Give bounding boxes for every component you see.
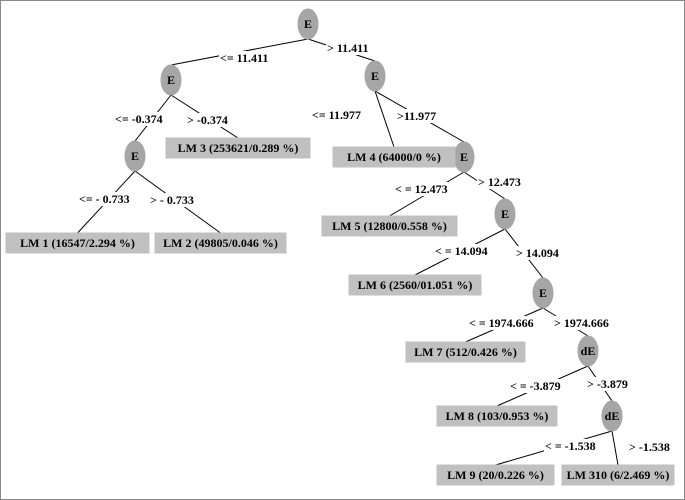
split-node-label: E: [131, 149, 139, 163]
split-node-ellipse: [601, 400, 623, 432]
leaf-box: [5, 232, 150, 254]
split-node-ellipse: [124, 140, 146, 172]
split-node-n8: dE: [577, 335, 599, 367]
edge-label-n2-n3: <= -0.374: [115, 112, 163, 126]
split-node-ellipse: [577, 335, 599, 367]
leaf-label: LM 310 (6/2.469 %): [567, 468, 670, 482]
edge-label-n5-lm5: < = 12.473: [395, 182, 448, 196]
split-node-label: E: [460, 150, 468, 164]
edge-label-n9-lm9: < = -1.538: [545, 439, 596, 453]
leaf-lm9: LM 9 (20/0.226 %): [436, 464, 555, 486]
leaf-lm5: LM 5 (12800/0.558 %): [321, 215, 458, 237]
leaf-box: [405, 341, 526, 363]
edge-label-bg-n5-n6: [477, 175, 522, 189]
split-node-ellipse: [532, 277, 554, 309]
edge-label-bg-n7-lm7: [468, 316, 535, 330]
edge-label-bg-n6-lm6: [434, 244, 489, 258]
edge-label-n2-lm3: > -0.374: [187, 113, 228, 127]
split-node-ellipse: [160, 64, 182, 96]
edge-label-n9-lm310: > -1.538: [629, 440, 670, 454]
leaf-box: [165, 137, 311, 159]
edge-label-bg-n9-lm310: [628, 440, 671, 454]
leaf-box: [436, 464, 555, 486]
leaf-label: LM 6 (2560/01.051 %): [358, 278, 473, 292]
split-node-n9: dE: [601, 400, 623, 432]
split-node-ellipse: [364, 60, 386, 92]
leaf-lm3: LM 3 (253621/0.289 %): [165, 137, 311, 159]
leaf-lm310: LM 310 (6/2.469 %): [561, 464, 675, 486]
split-node-label: E: [501, 207, 509, 221]
edge-label-bg-n6-n7: [515, 246, 560, 260]
leaf-label: LM 2 (49805/0.046 %): [163, 236, 278, 250]
split-node-label: E: [539, 286, 547, 300]
leaf-lm1: LM 1 (16547/2.294 %): [5, 232, 150, 254]
edge-label-bg-n2-lm3: [186, 113, 229, 127]
split-node-n1: E: [297, 8, 319, 40]
split-node-label: dE: [605, 409, 620, 423]
edge-label-bg-n3-lm2: [149, 193, 195, 207]
leaf-lm2: LM 2 (49805/0.046 %): [154, 232, 287, 254]
split-node-ellipse: [297, 8, 319, 40]
leaf-box: [436, 405, 558, 427]
edge-label-n4-lm4: <= 11.977: [312, 108, 361, 122]
edge-label-n4-n5: >11.977: [397, 109, 436, 123]
leaf-label: LM 5 (12800/0.558 %): [332, 219, 447, 233]
edge-label-n7-lm7: < = 1974.666: [469, 316, 534, 330]
edge-label-n3-lm1: <= - 0.733: [79, 192, 130, 206]
split-node-label: dE: [581, 344, 596, 358]
edge-label-bg-n9-lm9: [544, 439, 597, 453]
edge-label-bg-n8-n9: [586, 377, 629, 391]
edge-label-bg-n1-n4: [326, 41, 370, 55]
leaf-box: [348, 274, 482, 296]
leaf-lm4: LM 4 (64000/0 %): [332, 146, 456, 168]
leaf-box: [332, 146, 456, 168]
edge-label-bg-n8-lm8: [509, 379, 562, 393]
edge-label-n7-n8: > 1974.666: [554, 316, 609, 330]
split-node-label: E: [304, 17, 312, 31]
edge-label-n8-lm8: < = -3.879: [510, 379, 561, 393]
edge-label-n8-n9: > -3.879: [587, 377, 628, 391]
leaf-label: LM 7 (512/0.426 %): [414, 345, 517, 359]
edge-label-n6-lm6: < = 14.094: [435, 244, 488, 258]
split-node-label: E: [371, 69, 379, 83]
split-node-n6: E: [494, 198, 516, 230]
leaf-box: [321, 215, 458, 237]
edge-label-n3-lm2: > - 0.733: [150, 193, 194, 207]
split-node-label: E: [167, 73, 175, 87]
leaf-lm6: LM 6 (2560/01.051 %): [348, 274, 482, 296]
leaf-label: LM 1 (16547/2.294 %): [20, 236, 135, 250]
split-node-n2: E: [160, 64, 182, 96]
edge-label-bg-n4-lm4: [311, 108, 363, 122]
leaf-box: [561, 464, 675, 486]
leaf-lm7: LM 7 (512/0.426 %): [405, 341, 526, 363]
edge-label-bg-n4-n5: [396, 109, 438, 123]
leaf-lm8: LM 8 (103/0.953 %): [436, 405, 558, 427]
edge-n4-lm4: [374, 90, 395, 148]
leaf-box: [154, 232, 287, 254]
edge-label-n1-n4: > 11.411: [327, 41, 369, 55]
edge-label-bg-n2-n3: [114, 112, 164, 126]
edge-label-n1-n2: <= 11.411: [220, 51, 268, 65]
edge-label-bg-n1-n2: [219, 51, 270, 65]
edge-label-n6-n7: > 14.094: [516, 246, 559, 260]
edge-n9-lm310: [611, 430, 619, 466]
edge-label-bg-n7-n8: [553, 316, 610, 330]
split-node-n4: E: [364, 60, 386, 92]
edge-label-bg-n5-lm5: [394, 182, 449, 196]
split-node-n3: E: [124, 140, 146, 172]
split-node-ellipse: [494, 198, 516, 230]
edge-label-n5-n6: > 12.473: [478, 175, 521, 189]
leaf-label: LM 3 (253621/0.289 %): [178, 141, 299, 155]
leaves-layer: LM 1 (16547/2.294 %) LM 2 (49805/0.046 %)…: [5, 137, 675, 486]
edge-label-bg-n3-lm1: [78, 192, 131, 206]
leaf-label: LM 4 (64000/0 %): [347, 150, 441, 164]
nodes-layer: E E E E E E EdE dE: [124, 8, 623, 432]
leaf-label: LM 8 (103/0.953 %): [446, 409, 549, 423]
leaf-label: LM 9 (20/0.226 %): [447, 468, 544, 482]
edge-labels-layer: <= 11.411 > 11.411 <= -0.374 > -0.374 <= - 0…: [78, 41, 671, 454]
split-node-n5: E: [453, 141, 475, 173]
split-node-n7: E: [532, 277, 554, 309]
